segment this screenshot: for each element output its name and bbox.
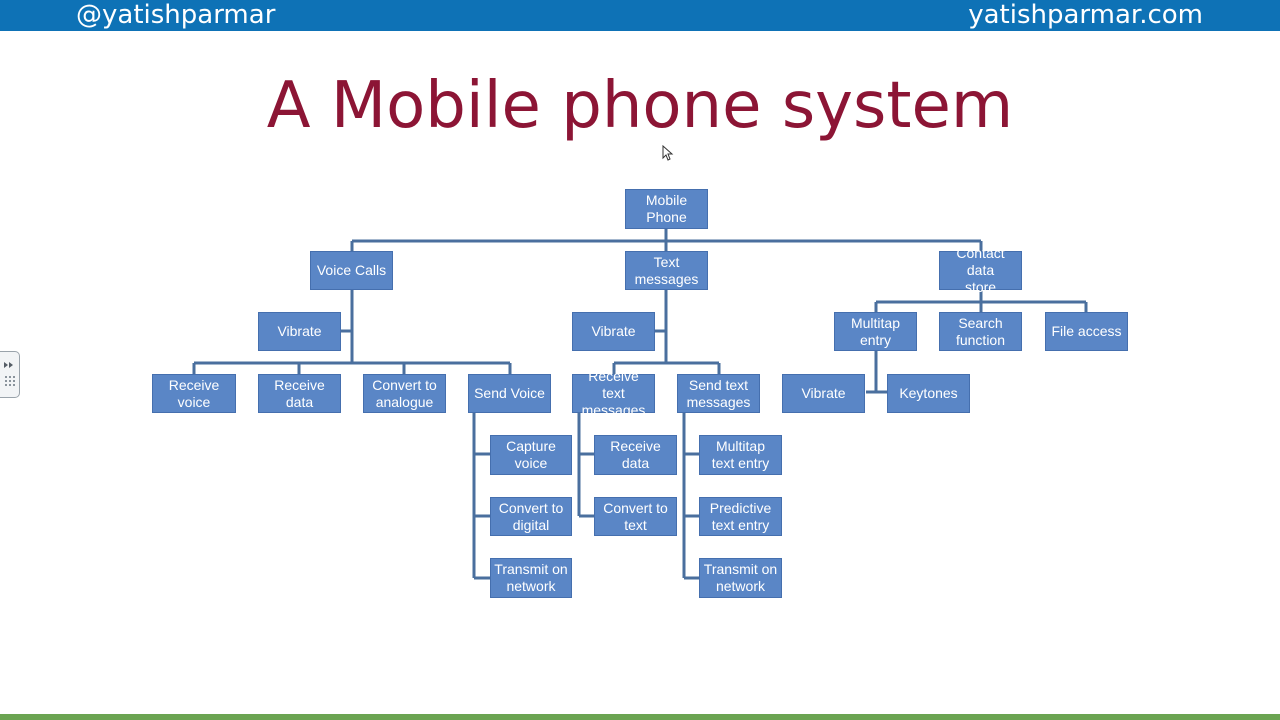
slide-title: A Mobile phone system <box>266 69 1014 143</box>
node-text-messages: Text messages <box>625 251 708 290</box>
node-contact-vibrate: Vibrate <box>782 374 865 413</box>
node-send-text-messages: Send text messages <box>677 374 760 413</box>
node-contact-data-store: Contact data store <box>939 245 1022 295</box>
bottom-accent-bar <box>0 714 1280 720</box>
node-voice-vibrate: Vibrate <box>258 312 341 351</box>
node-mobile-phone: Mobile Phone <box>625 189 708 229</box>
node-convert-to-analogue: Convert to analogue <box>363 374 446 413</box>
node-capture-voice: Capture voice <box>490 435 572 475</box>
author-handle: @yatishparmar <box>76 0 276 30</box>
node-multitap-text-entry: Multitap text entry <box>699 435 782 475</box>
fast-forward-icon <box>4 362 15 386</box>
node-receive-data-voice: Receive data <box>258 374 341 413</box>
node-convert-to-digital: Convert to digital <box>490 497 572 536</box>
mouse-cursor-icon <box>662 145 674 161</box>
node-predictive-text-entry: Predictive text entry <box>699 497 782 536</box>
node-convert-to-text: Convert to text <box>594 497 677 536</box>
author-website: yatishparmar.com <box>968 0 1203 30</box>
node-receive-voice: Receive voice <box>152 374 236 413</box>
node-transmit-on-network-text: Transmit on network <box>699 558 782 598</box>
node-file-access: File access <box>1045 312 1128 351</box>
node-search-function: Search function <box>939 312 1022 351</box>
node-transmit-on-network-voice: Transmit on network <box>490 558 572 598</box>
node-receive-text-messages: Receive text messages <box>572 368 655 418</box>
node-multitap-entry: Multitap entry <box>834 312 917 351</box>
node-voice-calls: Voice Calls <box>310 251 393 290</box>
side-panel-toggle[interactable] <box>0 351 20 398</box>
node-keytones: Keytones <box>887 374 970 413</box>
top-banner: @yatishparmar yatishparmar.com <box>0 0 1280 31</box>
node-receive-data-text: Receive data <box>594 435 677 475</box>
node-text-vibrate: Vibrate <box>572 312 655 351</box>
node-send-voice: Send Voice <box>468 374 551 413</box>
